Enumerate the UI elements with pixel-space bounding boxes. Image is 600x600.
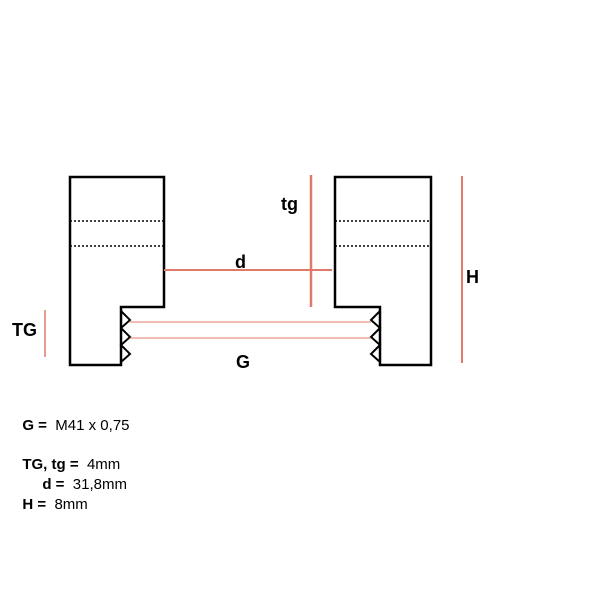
- spec-h-value: 8mm: [54, 496, 88, 513]
- spec-h-key: H =: [22, 496, 47, 513]
- spec-tg-key: TG, tg =: [22, 456, 79, 473]
- spec-h: H = 8mm: [14, 479, 88, 513]
- spec-g-value: M41 x 0,75: [55, 417, 130, 434]
- spec-d-value: 31,8mm: [72, 476, 127, 493]
- spec-g: G = M41 x 0,75: [14, 400, 130, 434]
- label-tg: tg: [281, 194, 298, 214]
- spec-tg-value: 4mm: [86, 456, 121, 473]
- spec-g-key: G =: [22, 417, 47, 434]
- left-thread-teeth: [119, 310, 132, 363]
- left-ring-profile: [68, 175, 166, 367]
- spec-tg: TG, tg = 4mm: [14, 439, 120, 473]
- spec-d-key: d =: [42, 476, 65, 493]
- label-TG: TG: [12, 320, 37, 340]
- right-ring-profile: [333, 175, 433, 367]
- spec-d: d = 31,8mm: [34, 459, 127, 493]
- right-thread-teeth: [369, 310, 382, 363]
- label-G: G: [236, 352, 250, 372]
- label-d: d: [235, 252, 246, 272]
- label-H: H: [466, 267, 479, 287]
